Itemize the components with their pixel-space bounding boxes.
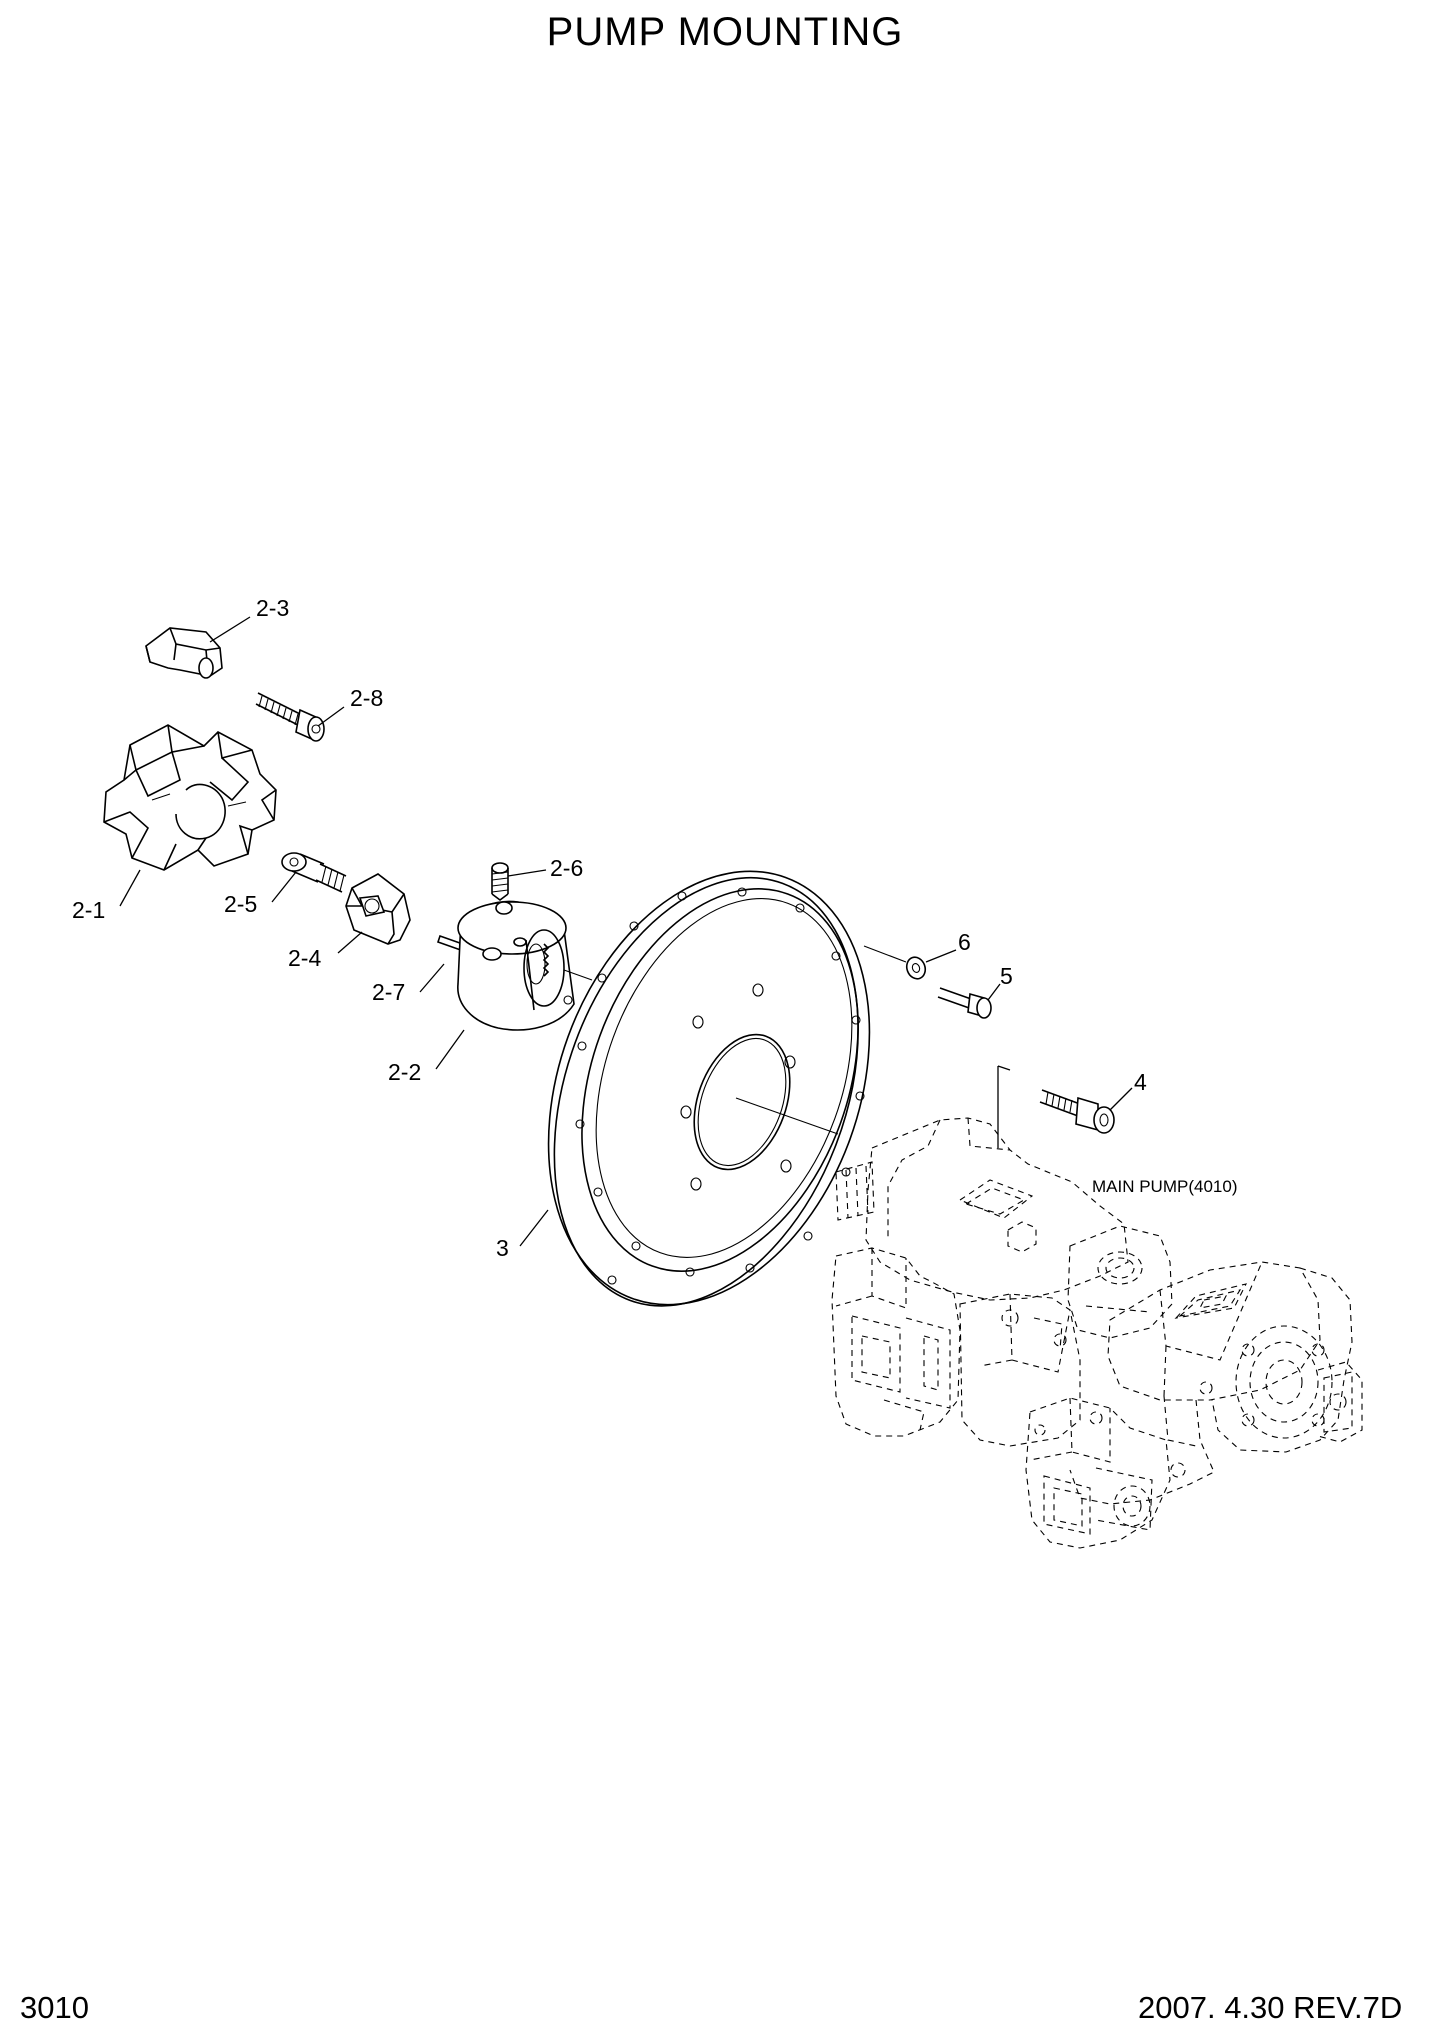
part-cap-screw-upper[interactable] bbox=[255, 692, 325, 742]
part-flywheel-housing[interactable] bbox=[491, 826, 926, 1350]
part-coupling-element[interactable] bbox=[103, 724, 277, 871]
callout-2-1: 2-1 bbox=[72, 897, 105, 923]
callout-2-6: 2-6 bbox=[550, 855, 583, 881]
callout-3: 3 bbox=[496, 1235, 509, 1261]
part-cap-screw-pump[interactable] bbox=[1039, 1089, 1115, 1134]
part-washer[interactable] bbox=[904, 955, 928, 982]
plate-axis-line bbox=[735, 1097, 839, 1135]
part-cap-screw-lower[interactable] bbox=[281, 852, 347, 893]
callout-2-8: 2-8 bbox=[350, 685, 383, 711]
part-set-screw[interactable] bbox=[491, 862, 509, 901]
part-bolt[interactable] bbox=[937, 987, 992, 1019]
callout-2-3: 2-3 bbox=[256, 595, 289, 621]
part-coupling-hub[interactable] bbox=[457, 900, 575, 1031]
callout-2-5: 2-5 bbox=[224, 891, 257, 917]
callout-2-7: 2-7 bbox=[372, 979, 405, 1005]
revision-date: 2007. 4.30 REV.7D bbox=[1138, 1990, 1403, 2025]
callout-4: 4 bbox=[1134, 1069, 1147, 1095]
part-clamp-block-lower[interactable] bbox=[345, 873, 411, 945]
callout-leaders bbox=[119, 616, 1133, 1247]
pump-mount-bracket-line bbox=[997, 1065, 1011, 1148]
part-clamp-block[interactable] bbox=[145, 627, 223, 679]
hub-axis-line bbox=[563, 969, 593, 981]
page-title: PUMP MOUNTING bbox=[546, 10, 904, 54]
callout-2-2: 2-2 bbox=[388, 1059, 421, 1085]
callout-5: 5 bbox=[1000, 963, 1013, 989]
callout-6: 6 bbox=[958, 929, 971, 955]
washer-axis-line bbox=[863, 945, 907, 963]
main-pump-assembly[interactable] bbox=[831, 1117, 1363, 1549]
callout-2-4: 2-4 bbox=[288, 945, 321, 971]
page-number: 3010 bbox=[20, 1990, 89, 2025]
main-pump-label: MAIN PUMP(4010) bbox=[1092, 1177, 1237, 1196]
